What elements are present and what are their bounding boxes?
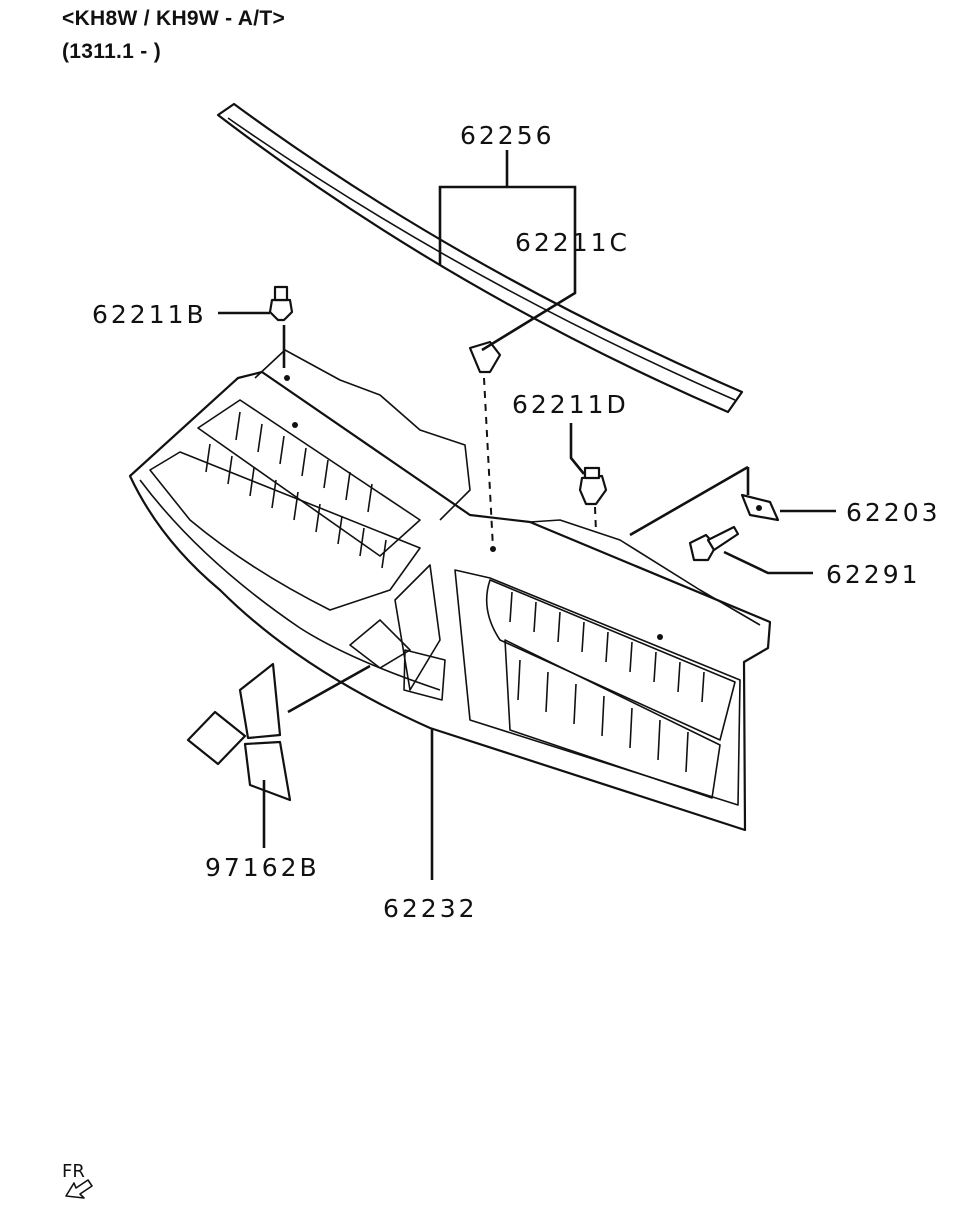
callout-62256: 62256 <box>460 121 555 150</box>
callout-62232: 62232 <box>383 894 478 923</box>
serial-range-header: (1311.1 - ) <box>62 40 162 63</box>
emblem-97162b <box>186 662 292 802</box>
front-arrow-icon <box>65 1179 93 1199</box>
callout-62211d: 62211D <box>512 390 629 419</box>
clip-62211c <box>468 340 502 374</box>
leader-lines <box>218 150 836 880</box>
front-direction-indicator: FR <box>62 1161 93 1199</box>
clip-62211d <box>578 466 608 506</box>
bolt-62291 <box>688 525 740 562</box>
callout-62211c: 62211C <box>515 228 630 257</box>
front-label: FR <box>62 1161 85 1182</box>
callout-62211b: 62211B <box>92 300 207 329</box>
upper-garnish-strip <box>216 102 744 414</box>
callout-97162b: 97162B <box>205 853 320 882</box>
clip-62211b <box>268 285 294 322</box>
model-header: <KH8W / KH9W - A/T> <box>62 7 286 30</box>
nut-plate-62203 <box>740 493 780 522</box>
radiator-grille <box>128 349 772 832</box>
callout-62203: 62203 <box>846 498 941 527</box>
callout-62291: 62291 <box>826 560 921 589</box>
